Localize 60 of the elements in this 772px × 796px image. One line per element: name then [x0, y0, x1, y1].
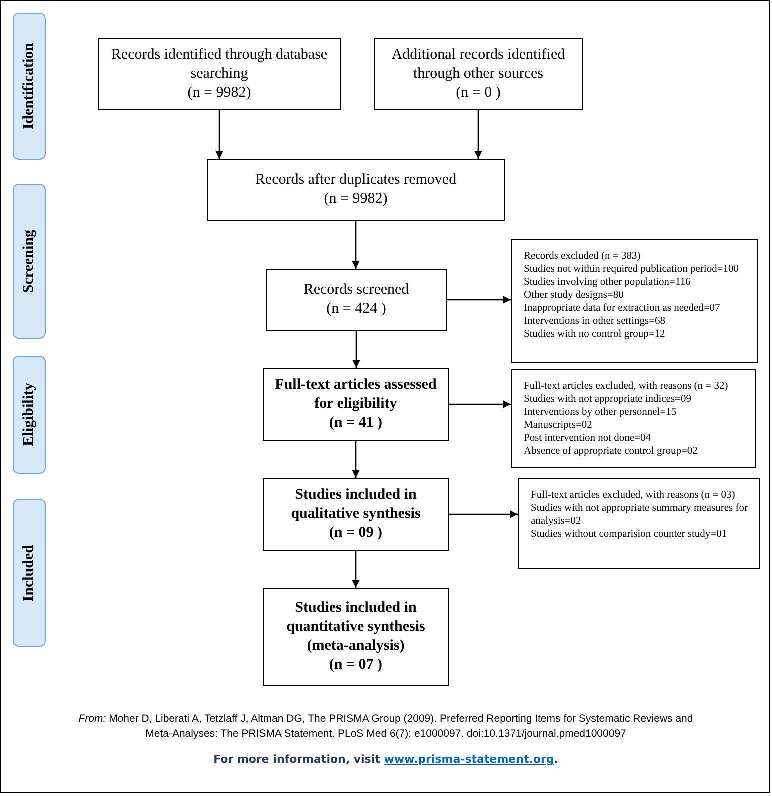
phase-label-box	[13, 499, 46, 647]
process-box	[98, 38, 341, 110]
count-text: (n = 424 )	[326, 300, 386, 319]
arrow	[449, 510, 518, 518]
process-box	[263, 478, 449, 551]
exclusion-reason: Studies not within required publication period=100	[524, 263, 740, 276]
arrow	[216, 110, 224, 159]
exclusion-heading: Full-text articles excluded, with reasons (n = 32)	[524, 380, 728, 393]
arrow	[474, 110, 482, 159]
exclusion-reason: Manuscripts=02	[524, 419, 592, 432]
citation-text: From: Moher D, Liberati A, Tetzlaff J, Altman DG, The PRISMA Group (2009). Preferred Reporting Items for Systematic Reviews and Meta-Analyses: The PRISMA Statement. PLoS Med 6(7): e1000097. doi:10.1371/journal.pmed1000097	[78, 712, 694, 742]
arrow	[447, 296, 511, 304]
exclusion-reason: Studies without comparision counter study=01	[531, 528, 728, 541]
phase-label-box	[13, 356, 46, 474]
box-title: Records after duplicates removed	[255, 171, 457, 190]
process-box	[207, 159, 505, 221]
phase-label: Eligibility	[21, 383, 38, 447]
exclusion-reason: Studies with not appropriate summary measures for analysis=02	[531, 502, 749, 528]
exclusion-box	[518, 478, 760, 569]
website-link: www.prisma-statement.org	[384, 753, 554, 766]
exclusion-reason: Interventions by other personnel=15	[524, 406, 677, 419]
exclusion-reason: Studies involving other population=116	[524, 276, 691, 289]
box-title: Records screened	[304, 281, 410, 300]
box-title: Studies included in qualitative synthesis	[290, 486, 422, 524]
exclusion-reason: Absence of appropriate control group=02	[524, 445, 698, 458]
arrow	[352, 441, 360, 478]
count-text: (n = 07 )	[329, 656, 383, 675]
exclusion-reason: Studies with not appropriate indices=09	[524, 393, 692, 406]
exclusion-reason: Other study designs=80	[524, 289, 624, 302]
exclusion-heading: Records excluded (n = 383)	[524, 250, 641, 263]
phase-label: Identification	[21, 43, 38, 130]
phase-label-box	[13, 184, 46, 339]
phase-label: Included	[21, 544, 38, 602]
process-box	[263, 368, 449, 441]
exclusion-reason: Inappropriate data for extraction as needed=07	[524, 302, 720, 315]
count-text: (n = 41 )	[329, 414, 383, 433]
process-box	[266, 269, 447, 331]
box-title: Records identified through database searching	[110, 46, 329, 84]
box-title: Studies included in quantitative synthesis (meta-analysis)	[286, 599, 426, 656]
exclusion-reason: Post intervention not done=04	[524, 432, 651, 445]
box-title: Additional records identified through other sources	[390, 46, 566, 84]
phase-label: Screening	[21, 230, 38, 294]
count-text: (n = 0 )	[456, 84, 501, 102]
exclusion-box	[511, 239, 758, 363]
exclusion-reason: Interventions in other settings=68	[524, 315, 666, 328]
exclusion-box	[511, 369, 756, 468]
process-box	[374, 38, 583, 110]
process-box	[263, 588, 449, 686]
arrow	[352, 221, 360, 269]
count-text: (n = 9982)	[188, 84, 252, 102]
arrow	[449, 400, 511, 408]
arrow	[352, 331, 360, 368]
count-text: (n = 09 )	[329, 524, 383, 543]
box-title: Full-text articles assessed for eligibility	[274, 376, 438, 414]
exclusion-heading: Full-text articles excluded, with reasons (n = 03)	[531, 489, 736, 502]
phase-label-box	[13, 13, 46, 160]
arrow	[352, 551, 360, 588]
exclusion-reason: Studies with no control group=12	[524, 328, 666, 341]
count-text: (n = 9982)	[324, 190, 388, 209]
info-note: For more information, visit www.prisma-statement.org.	[212, 753, 560, 766]
